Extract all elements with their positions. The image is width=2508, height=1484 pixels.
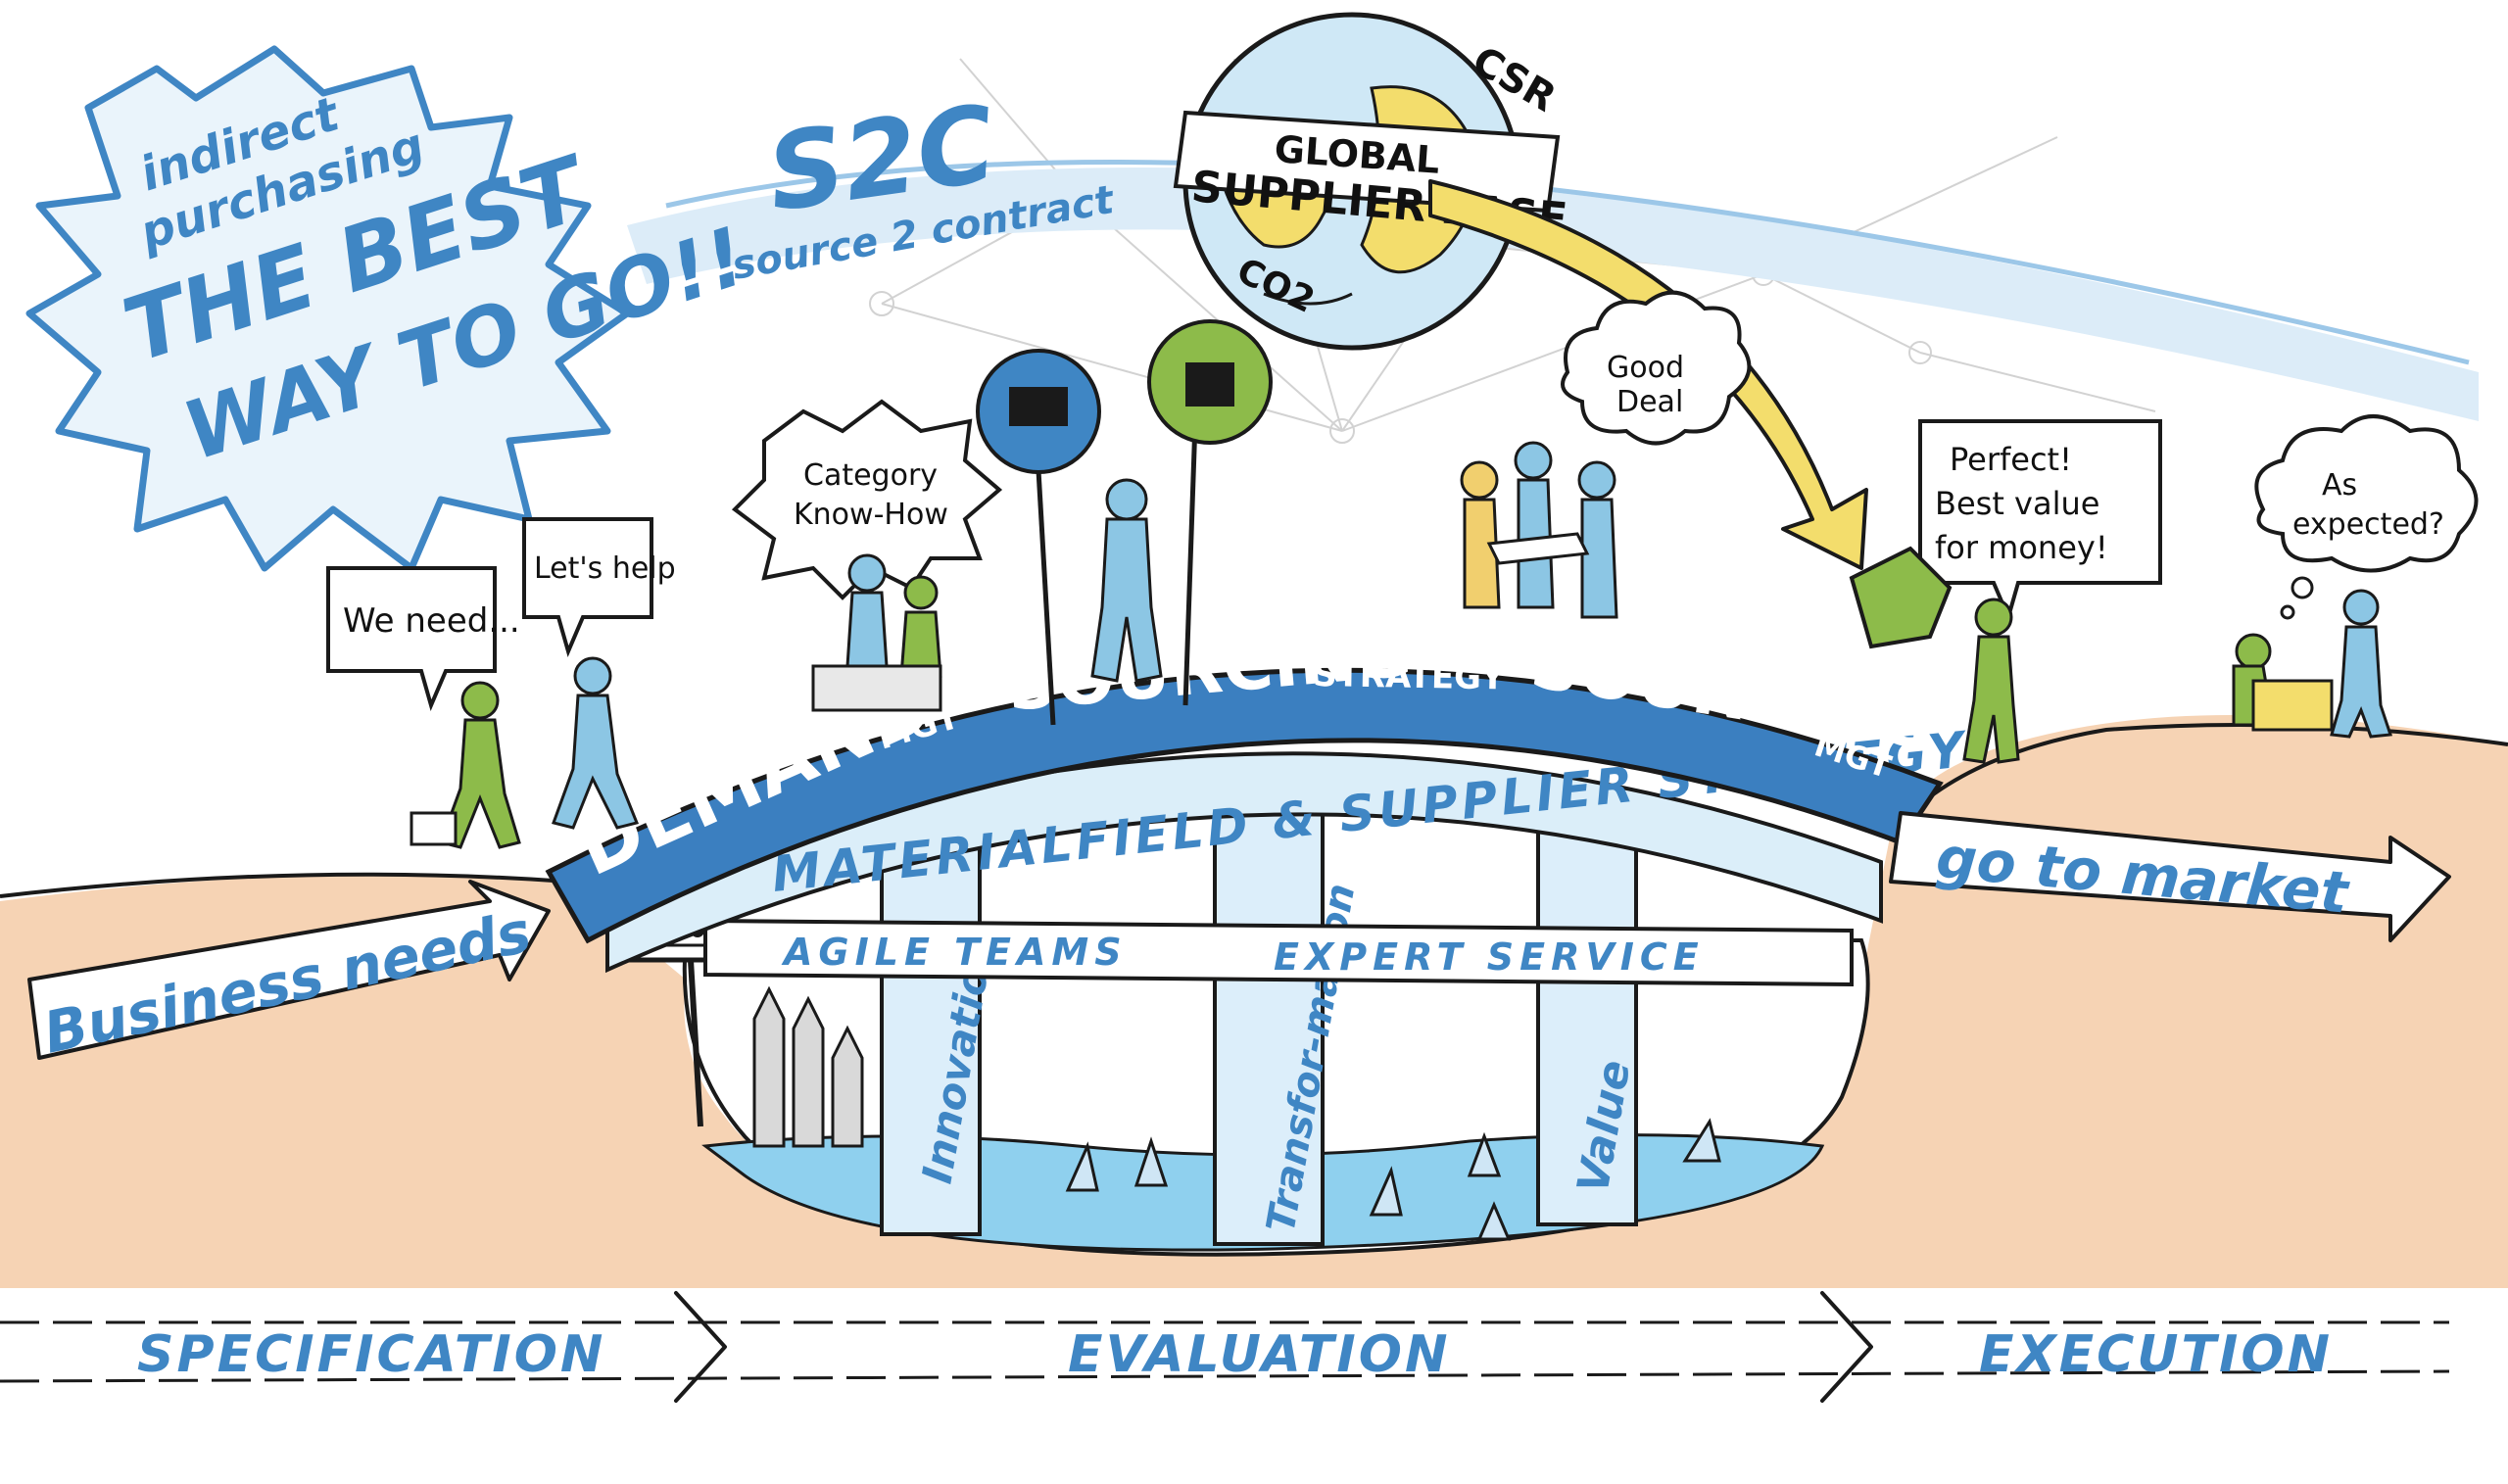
bubble-good-deal-line2: Deal <box>1616 385 1683 419</box>
phase-specification: SPECIFICATION <box>137 1325 605 1384</box>
person-receiving <box>2232 589 2393 739</box>
headline-burst: indirect purchasing THE BEST WAY TO GO!! <box>25 45 757 572</box>
person-lets-help <box>552 656 640 830</box>
person-delivery <box>1962 598 2020 764</box>
briefcase-icon <box>410 811 458 846</box>
bubble-lets-help: Let's help <box>522 517 676 657</box>
bubble-we-need-text: We need... <box>343 601 520 641</box>
stakes-icon <box>752 985 864 1148</box>
supply-arrow <box>1428 179 1868 570</box>
bubble-good-deal-line1: Good <box>1607 351 1684 385</box>
bubble-category-line1: Category <box>803 458 938 493</box>
bubble-as-expected: As expected? <box>2254 414 2479 620</box>
phase-evaluation: EVALUATION <box>1068 1325 1450 1384</box>
pillar-value: Value <box>1536 791 1641 1226</box>
bubble-category-line2: Know-How <box>794 498 948 532</box>
box-icon <box>1849 546 1953 649</box>
globe-icon: GLOBAL SUPPLIER BASE CSR CO2 <box>1173 12 1569 351</box>
bubble-we-need: We need... <box>326 566 520 711</box>
bubble-perfect-line1: Perfect! <box>1950 441 2072 478</box>
lower-beam: AGILE TEAMS EXPERT SERVICE <box>703 918 1854 987</box>
beam-agile-teams: AGILE TEAMS <box>781 931 1128 974</box>
bridge-strategy: STRATEGY <box>1313 655 1506 697</box>
bubble-good-deal: Good Deal <box>1561 290 1752 446</box>
sky-swoosh <box>627 168 2479 422</box>
bubble-perfect-line3: for money! <box>1935 529 2108 566</box>
beam-expert-service: EXPERT SERVICE <box>1274 935 1705 979</box>
shark-fin-icon <box>1065 1118 1721 1241</box>
phase-execution: EXECUTION <box>1979 1325 2333 1384</box>
bubble-category: Category Know-How <box>731 399 1003 600</box>
phase-timeline: SPECIFICATION EVALUATION EXECUTION <box>0 1291 2450 1403</box>
bubble-lets-help-text: Let's help <box>534 551 676 586</box>
bubble-as-expected-line2: expected? <box>2292 507 2444 542</box>
person-sign-holder <box>976 319 1273 726</box>
person-negotiation-group <box>1460 441 1618 619</box>
bubble-perfect-line2: Best value <box>1935 485 2099 522</box>
bubble-as-expected-line1: As <box>2322 468 2357 503</box>
person-category-expert <box>811 553 942 712</box>
sand-left <box>0 715 2508 1288</box>
bubble-perfect: Perfect! Best value for money! <box>1918 419 2162 623</box>
